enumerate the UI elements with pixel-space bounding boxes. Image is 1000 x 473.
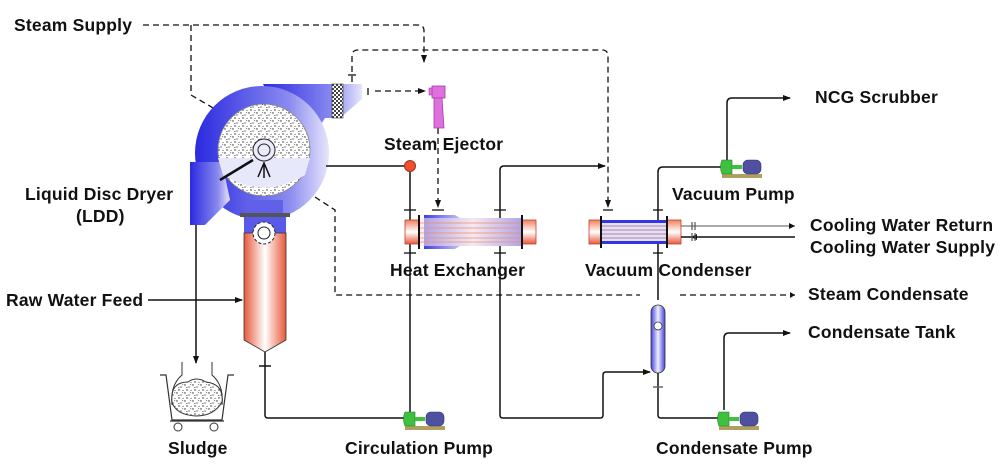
condensate-pump-to-tank-line [723, 330, 791, 410]
label-cooling-water-supply: Cooling Water Supply [810, 237, 995, 257]
sludge-cart [160, 362, 234, 432]
label-circulation-pump: Circulation Pump [345, 438, 493, 458]
scraper-blade [219, 158, 254, 182]
circulation-pump-casing [403, 411, 416, 427]
condensate-pump-casing [717, 411, 730, 427]
dryer-shaft-inner [257, 143, 271, 157]
spray-nozzle [257, 161, 271, 178]
condenser-head-left [588, 219, 602, 245]
label-vacuum-pump: Vacuum Pump [672, 184, 795, 204]
steam-condensate-arrow [790, 292, 795, 298]
label-steam-condensate: Steam Condensate [808, 284, 969, 304]
ejector-head [431, 85, 446, 99]
receiver-level-glass [653, 321, 663, 331]
label-cooling-water-return: Cooling Water Return [810, 215, 993, 235]
hx-head-right [521, 219, 537, 245]
steam-ejector [348, 74, 446, 129]
circulation-pump-coupling [415, 417, 425, 421]
hx-to-condenser-line [499, 163, 606, 220]
hx-nozzle-flanges [404, 209, 506, 254]
vacuum-pump-casing [720, 159, 733, 175]
steam-supply-to-ejector-line [143, 24, 427, 63]
receiver-vessel [650, 304, 666, 374]
vacuum-pump-to-ncg-line [726, 95, 791, 160]
circulation-pump-motor [425, 411, 445, 427]
sludge-cake [171, 378, 223, 417]
label-steam-supply: Steam Supply [14, 15, 132, 35]
vacuum-pump [720, 95, 791, 178]
dryer-shaft [252, 138, 276, 162]
heat-exchanger [404, 160, 651, 420]
demister-mesh [331, 83, 344, 119]
receiver-to-condensate-pump-line [657, 414, 720, 419]
label-ldd-line1: Liquid Disc Dryer [25, 184, 173, 204]
condenser-head-right [666, 219, 682, 245]
label-ldd-line2: (LDD) [76, 206, 125, 226]
label-condensate-tank: Condensate Tank [808, 322, 956, 342]
cart-wheel-left [173, 422, 183, 432]
hx-tubes [420, 222, 522, 243]
label-steam-ejector: Steam Ejector [384, 134, 503, 154]
liquid-disc-dryer [190, 83, 405, 225]
condenser-tubes [602, 225, 666, 239]
vessel-flange [240, 213, 290, 217]
label-sludge: Sludge [168, 438, 228, 458]
condensate-pump [717, 330, 791, 430]
steam-supply-lines [143, 24, 795, 298]
condensate-receiver [650, 304, 720, 419]
vacuum-condenser [588, 166, 795, 300]
steam-supply-to-dryer-line [190, 25, 221, 113]
condenser-nozzle-flanges [603, 209, 663, 254]
label-vacuum-condenser: Vacuum Condenser [585, 260, 752, 280]
sight-glass [252, 221, 276, 245]
temperature-sensor [404, 160, 416, 172]
cart-bin [160, 374, 234, 421]
vacuum-pump-base [722, 174, 762, 178]
dryer-chute [190, 162, 230, 225]
dryer-neck [247, 200, 283, 215]
ejector-diffuser [433, 97, 445, 129]
hx-return-line [499, 245, 651, 419]
steam-condensate-line [314, 196, 795, 296]
condenser-to-vacuum-pump-line [657, 166, 726, 215]
condenser-shell [601, 220, 667, 244]
condensate-pump-coupling [729, 417, 739, 421]
label-ncg-scrubber: NCG Scrubber [815, 87, 938, 107]
label-raw-water-feed: Raw Water Feed [6, 290, 143, 310]
feed-vessel [240, 213, 405, 419]
ejector-suction [428, 87, 433, 96]
label-condensate-pump: Condensate Pump [656, 438, 813, 458]
condensate-pump-motor [739, 411, 759, 427]
vacuum-pump-coupling [732, 165, 742, 169]
labels: Steam Supply Liquid Disc Dryer (LDD) Raw… [6, 15, 995, 458]
circulation-pump-base [405, 426, 445, 430]
cooling-water-flanges [691, 222, 696, 241]
circulation-pump [403, 411, 445, 430]
sight-glass-inner [257, 226, 271, 240]
label-heat-exchanger: Heat Exchanger [390, 260, 525, 280]
hx-head-left [404, 219, 420, 245]
cart-wheel-right [209, 422, 219, 432]
condensate-pump-base [719, 426, 759, 430]
ejector-discharge-to-condenser-line [351, 49, 611, 208]
vessel-body [243, 232, 287, 353]
vessel-to-circulation-pump-line [264, 414, 405, 419]
vacuum-pump-motor [742, 159, 762, 175]
